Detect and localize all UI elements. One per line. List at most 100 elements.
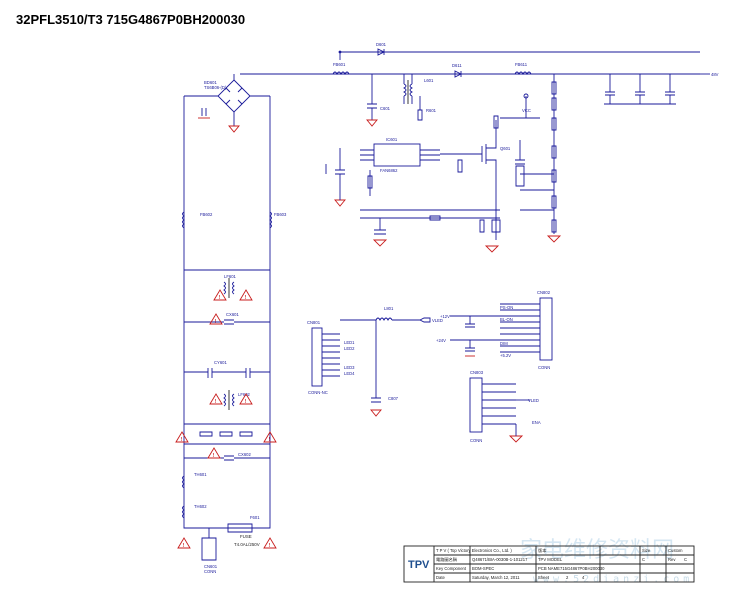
safety-triangle-icon: ! xyxy=(239,289,253,301)
fuse-rating: T4.0AL/250V xyxy=(234,542,260,547)
vled-label: VLED xyxy=(432,318,443,323)
safety-triangle-icon: ! xyxy=(213,289,227,301)
cn-out2-ref: CN803 xyxy=(470,370,484,375)
led4-label: LED4 xyxy=(344,371,355,376)
svg-text:!: ! xyxy=(269,543,271,549)
ena-label: ENA xyxy=(532,420,541,425)
safety-triangle-icon: ! xyxy=(263,537,277,549)
cy-label: CY601 xyxy=(214,360,227,365)
tb-row3-label: 版本 xyxy=(538,547,547,554)
led2-label: LED2 xyxy=(344,346,355,351)
svg-text:!: ! xyxy=(245,295,247,301)
cn-out2-label: CONN xyxy=(470,438,482,443)
lf-bot-label: LF602 xyxy=(238,392,251,397)
l-top-label: L601 xyxy=(424,78,434,83)
feedback-divider xyxy=(515,74,676,243)
tb-rev-value: C xyxy=(684,557,687,562)
dim-label: DIM xyxy=(500,341,508,346)
tb-row3-value: 715G4867P0BH200030 xyxy=(560,566,605,571)
bl-on-label: BL-ON xyxy=(500,317,513,322)
q-main-label: Q601 xyxy=(500,146,511,151)
tb-row1-value: Q48671/BIA-0030B-1-101217 xyxy=(472,557,528,562)
ic-label: IC601 xyxy=(386,137,398,142)
tb-size-value: C xyxy=(642,557,645,562)
lf-top-label: LF601 xyxy=(224,274,237,279)
top-rail: D601 48V FB601 FB611 D611 BD601 TS6B06-(… xyxy=(184,42,719,133)
th2-label: TH602 xyxy=(194,504,207,509)
cx1-label: CX601 xyxy=(226,312,239,317)
safety-triangle-icon: ! xyxy=(177,537,191,549)
safety-triangle-icon: ! xyxy=(239,393,253,405)
title-block: TPV T P V ( Top Victory Electronics Co.,… xyxy=(403,545,695,583)
led-connector-section: CN801 CONN-NC LED1 LED2 LED3 LED4 L801 V… xyxy=(307,306,443,417)
c-top-label: C601 xyxy=(380,106,391,111)
tb-sheet-value: 2 xyxy=(566,575,569,580)
fuse-name: FUSE xyxy=(240,534,252,539)
safety-triangle-icon: ! xyxy=(209,313,223,325)
cn-out-label: CONN xyxy=(538,365,550,370)
tb-company: T P V ( Top Victory Electronics Co., Ltd… xyxy=(436,548,512,553)
fb-right-label: FB603 xyxy=(274,212,287,217)
conn-ac-label: CONN xyxy=(204,569,216,574)
vled2-label: VLED xyxy=(528,398,539,403)
safety-marks: ! ! ! ! ! ! ! ! ! ! xyxy=(175,289,277,549)
ic-part: FAN6862 xyxy=(380,168,398,173)
plus24-label: +24V xyxy=(436,338,446,343)
tb-row2-label: Key Component xyxy=(436,566,467,571)
safety-triangle-icon: ! xyxy=(175,431,189,443)
output-connector-2: CN803 CONN VLED ENA xyxy=(469,370,541,443)
safety-triangle-icon: ! xyxy=(207,447,221,459)
tb-row5-value: Saturday, March 12, 2011 xyxy=(472,575,520,580)
tpv-logo: TPV xyxy=(408,559,430,571)
svg-text:!: ! xyxy=(215,399,217,405)
svg-text:!: ! xyxy=(181,437,183,443)
tb-row5-label: Date xyxy=(436,575,446,580)
th1-label: TH601 xyxy=(194,472,207,477)
svg-text:!: ! xyxy=(183,543,185,549)
fb-top-label: FB601 xyxy=(333,62,346,67)
tb-pcb-name: PCB NAME xyxy=(538,566,560,571)
controller-ic: IC601 FAN6862 xyxy=(325,137,500,247)
tb-row2-value: BOM-SPEC xyxy=(472,566,494,571)
led1-label: LED1 xyxy=(344,340,355,345)
svg-text:!: ! xyxy=(219,295,221,301)
pfc-section: C601 L601 R601 xyxy=(366,74,437,127)
page-title: 32PFL3510/T3 715G4867P0BH200030 xyxy=(16,12,246,27)
ps-on-label: PS-ON xyxy=(500,305,513,310)
svg-text:!: ! xyxy=(215,319,217,325)
fuse-ref: F601 xyxy=(250,515,260,520)
c-led-label: C807 xyxy=(388,396,399,401)
tb-size-label: Size xyxy=(642,548,651,553)
led-conn-ref: CN801 xyxy=(307,320,321,325)
cn-out-ref: CN802 xyxy=(537,290,551,295)
fb-left-label: FB602 xyxy=(200,212,213,217)
bridge-value: TS6B06-(D) xyxy=(204,85,227,90)
emi-filter: FB602 FB603 LF601 CX601 CY601 LF602 CX60… xyxy=(182,96,287,574)
r-top-label: R601 xyxy=(426,108,437,113)
output-connector-1: CN802 CONN +12V +24V PS-ON BL-ON DIM +5.… xyxy=(436,290,553,370)
out-net-label: 48V xyxy=(711,72,719,77)
main-mosfet: Q601 VCC xyxy=(440,93,540,253)
watermark-text: 家电维修资料网 xyxy=(520,538,674,563)
plus5-label: +5.2V xyxy=(500,353,511,358)
tb-sheet-label: Sheet xyxy=(538,575,550,580)
d611-label: D611 xyxy=(452,63,462,68)
tb-of-value: 4 xyxy=(582,575,585,580)
led3-label: LED3 xyxy=(344,365,355,370)
safety-triangle-icon: ! xyxy=(209,393,223,405)
d601-label: D601 xyxy=(376,42,387,47)
tb-rev-label: Rev xyxy=(668,557,676,562)
tb-row1-label: 電路圖名稱 xyxy=(436,556,458,563)
bridge-label: BD601 xyxy=(204,80,217,85)
safety-triangle-icon: ! xyxy=(263,431,277,443)
tb-custom: Custom xyxy=(668,548,683,553)
l-led-label: L801 xyxy=(384,306,394,311)
svg-text:!: ! xyxy=(213,453,215,459)
cx2-label: CX602 xyxy=(238,452,251,457)
svg-text:!: ! xyxy=(269,437,271,443)
watermark-url: www.52dianzi.com xyxy=(533,574,693,585)
fb-out-label: FB611 xyxy=(515,62,528,67)
tb-tpv-model: TPV MODEL xyxy=(538,557,563,562)
led-conn-label: CONN-NC xyxy=(308,390,328,395)
